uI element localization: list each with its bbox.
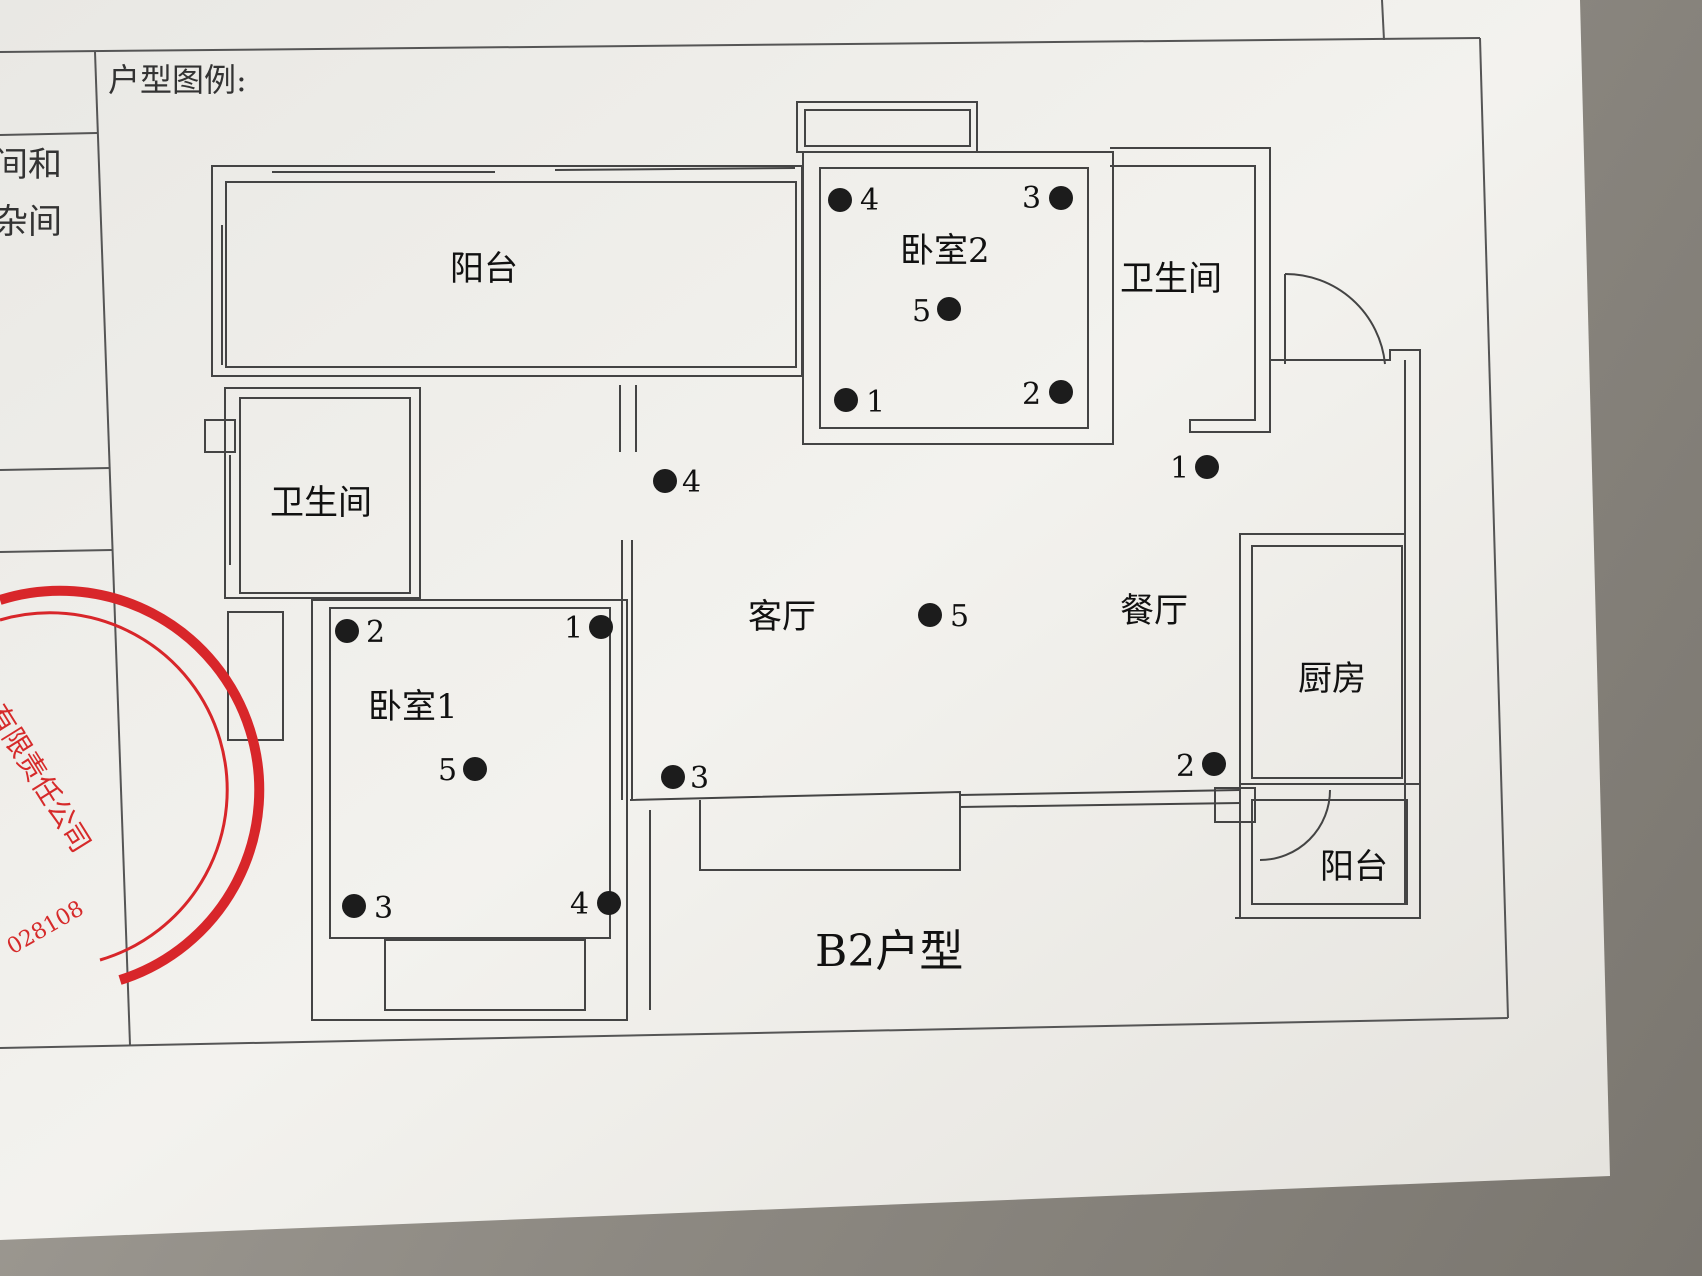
side-fragment-line2: 杂间 — [0, 202, 62, 242]
room-bedroom-2: 卧室2 — [900, 231, 990, 271]
point-label: 4 — [860, 183, 880, 218]
point-label: 4 — [570, 887, 590, 922]
room-kitchen: 厨房 — [1298, 659, 1366, 699]
legend-title: 户型图例: — [108, 61, 247, 99]
point-label: 3 — [690, 761, 710, 796]
official-stamp — [0, 585, 265, 985]
measure-point — [937, 297, 961, 321]
measure-point — [1202, 752, 1226, 776]
room-bathroom-left: 卫生间 — [270, 483, 372, 523]
point-label: 1 — [564, 611, 584, 646]
plan-title: B2户型 — [815, 926, 964, 977]
point-label: 1 — [1170, 451, 1190, 486]
measure-point — [1049, 380, 1073, 404]
measure-point — [342, 894, 366, 918]
measure-point — [918, 603, 942, 627]
side-fragment-line1: 间和 — [0, 145, 62, 185]
room-bathroom-top: 卫生间 — [1120, 259, 1222, 299]
measure-point — [597, 891, 621, 915]
point-label: 2 — [1176, 749, 1196, 784]
room-balcony-small: 阳台 — [1320, 847, 1388, 887]
measure-point — [1195, 455, 1219, 479]
room-living: 客厅 — [748, 597, 816, 637]
measure-point — [463, 757, 487, 781]
point-label: 1 — [866, 385, 886, 420]
measure-point — [828, 188, 852, 212]
room-bedroom-1: 卧室1 — [368, 687, 458, 727]
room-balcony-top: 阳台 — [450, 249, 518, 289]
point-label: 2 — [1022, 377, 1042, 412]
measure-point — [661, 765, 685, 789]
point-label: 5 — [912, 294, 932, 329]
point-label: 5 — [950, 599, 970, 634]
measure-point — [834, 388, 858, 412]
measure-point — [653, 469, 677, 493]
point-label: 3 — [1022, 181, 1042, 216]
point-label: 2 — [366, 615, 386, 650]
room-dining: 餐厅 — [1120, 591, 1188, 631]
measure-point — [1049, 186, 1073, 210]
measure-point — [589, 615, 613, 639]
measure-point — [335, 619, 359, 643]
point-label: 3 — [374, 891, 394, 926]
point-label: 5 — [438, 753, 458, 788]
point-label: 4 — [682, 465, 702, 500]
